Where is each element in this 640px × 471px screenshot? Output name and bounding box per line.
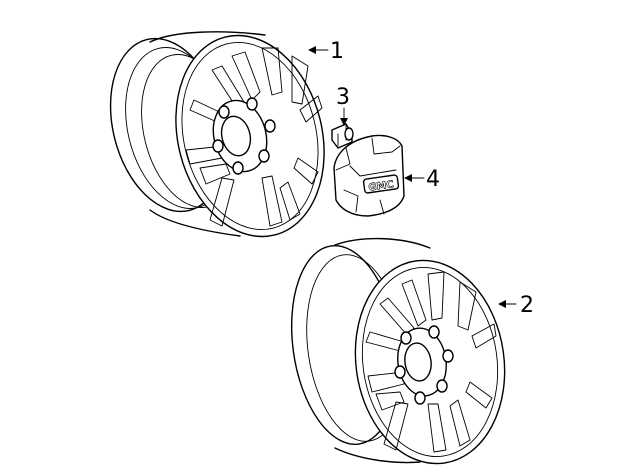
center-cap-logo: GMC xyxy=(368,179,395,193)
callout-3: 3 xyxy=(336,85,350,110)
callout-2: 2 xyxy=(520,293,534,318)
center-cap: GMC xyxy=(333,134,405,217)
lug-nut xyxy=(331,123,354,149)
wheel-lower xyxy=(290,237,506,465)
callout-4: 4 xyxy=(426,167,440,192)
callout-1: 1 xyxy=(330,39,344,64)
wheel-upper xyxy=(109,31,325,238)
callout-leaders xyxy=(308,46,517,308)
